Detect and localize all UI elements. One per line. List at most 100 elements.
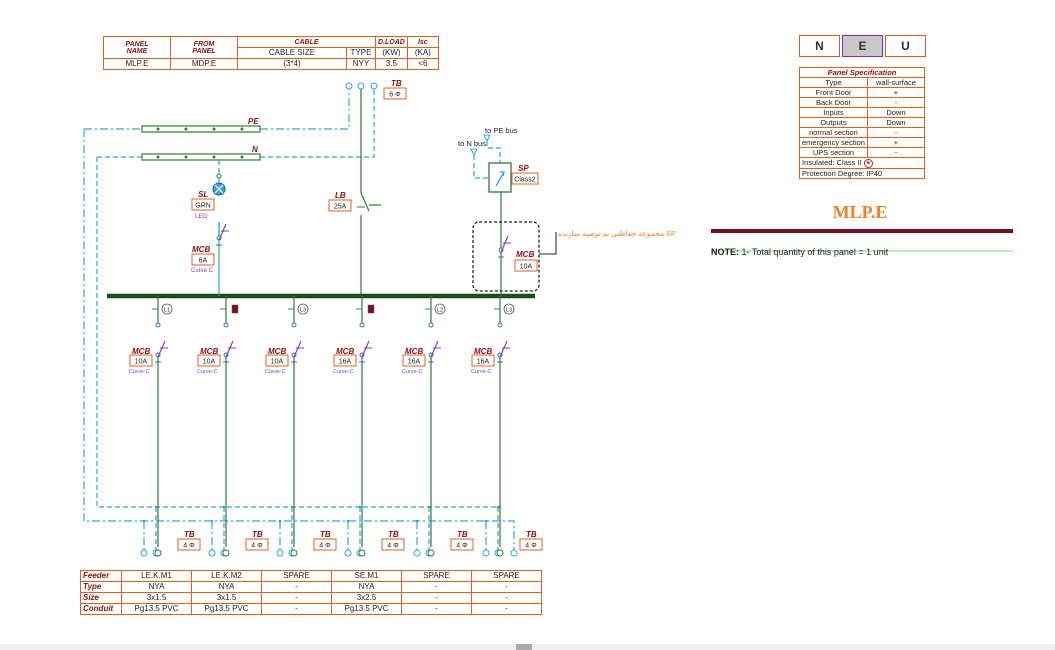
title-rule	[711, 229, 1013, 233]
pe-terminal-dot	[156, 127, 160, 131]
pe-label: PE	[248, 117, 259, 126]
spec-row: normal section-	[799, 127, 926, 138]
pe-terminal-icon	[140, 549, 148, 557]
feeder-cell: Pg13.5 PVC	[331, 603, 402, 615]
n-terminal-dot	[184, 155, 188, 159]
feeder-cell: SPARE	[261, 570, 332, 582]
pe-junction	[142, 519, 146, 523]
spec-value: Down	[866, 107, 926, 118]
n-label: N	[252, 145, 258, 154]
to-n-arrow-icon	[470, 148, 478, 157]
mcb-rating-box	[333, 354, 357, 367]
tb-box	[245, 538, 269, 551]
incoming-terminal-icon	[370, 82, 378, 90]
spec-label: Outputs	[799, 117, 868, 128]
sp-protection-enclosure	[472, 221, 540, 292]
spec-value: -	[866, 147, 926, 158]
spec-value: Down	[866, 117, 926, 128]
mcb-sp-rating: 10A	[520, 264, 533, 271]
mcb-curve: Curve-C	[265, 369, 286, 375]
to-n-bus-label: to N bus	[458, 139, 486, 148]
feeder-row-label: Feeder	[80, 570, 122, 582]
tb-label: TB	[388, 530, 399, 539]
incoming-tb-box	[383, 87, 407, 100]
sl-label: SL	[198, 190, 208, 199]
mcb-rating: 10A	[271, 359, 284, 366]
feeder-row-label: Size	[80, 592, 122, 604]
feeder-cell: -	[471, 581, 542, 593]
sl-color-box	[191, 198, 215, 211]
feeder-cell: -	[261, 592, 332, 604]
pe-terminal-icon	[413, 549, 421, 557]
mcb-out-blade	[293, 340, 302, 358]
mcb-curve: Curve-C	[333, 369, 354, 375]
mcb-signal-rating-box	[191, 253, 215, 266]
spec-label: normal section	[799, 127, 868, 138]
lb-label: LB	[335, 191, 346, 200]
mcb-curve: Curve-C	[402, 369, 423, 375]
tb-label: TB	[457, 530, 468, 539]
pe-return-loop	[83, 129, 515, 552]
mcb-signal-blade	[218, 223, 227, 241]
spec-row: Back Door-	[799, 97, 926, 108]
mcb-rating-box	[197, 354, 221, 367]
mcb-rating-box	[471, 354, 495, 367]
neu-option-u[interactable]: U	[885, 35, 926, 57]
pe-terminal-dot	[212, 127, 216, 131]
spec-row: emergency section+	[799, 137, 926, 148]
scrollbar-thumb[interactable]	[516, 644, 532, 650]
l-terminal-icon	[222, 549, 230, 557]
n-junction	[290, 505, 294, 509]
n-junction	[358, 505, 362, 509]
phase-fuse-icon	[231, 304, 239, 314]
sl-terminal-icon	[216, 173, 222, 179]
phase-label: L1	[164, 308, 170, 314]
mcb-rating-box	[402, 354, 426, 367]
panel-spec-title: Panel Specification	[799, 67, 925, 78]
sp-n-wire	[473, 155, 489, 179]
cell-type: NYY	[346, 58, 376, 70]
spec-value: wall-surface	[866, 77, 926, 88]
feeder-cell: 3x1.5	[121, 592, 192, 604]
n-return-loop	[96, 157, 501, 508]
mcb-rating: 10A	[203, 359, 216, 366]
pe-terminals	[156, 127, 244, 131]
feeder-cell: -	[401, 581, 472, 593]
lb-rating: 25A	[334, 204, 347, 211]
n-terminals	[156, 155, 244, 159]
pe-conductor	[84, 86, 350, 130]
mcb-label: MCB	[268, 347, 286, 356]
mcb-sp-rating-box	[514, 259, 538, 272]
incoming-tb-value: 6 Φ	[389, 92, 401, 99]
panel-header-table: PANEL NAME FROM PANEL CABLE D.LOAD Isc C…	[103, 36, 439, 70]
mcb-label: MCB	[132, 347, 150, 356]
lb-switch-blade	[360, 192, 370, 212]
mcb-label: MCB	[474, 347, 492, 356]
mcb-out-blade	[499, 340, 508, 358]
neu-option-n[interactable]: N	[799, 35, 840, 57]
feeder-cell: SE.M1	[331, 570, 402, 582]
mcb-signal-rating: 6A	[199, 258, 208, 265]
phase-label: L3	[300, 308, 306, 314]
sl-color: GRN	[195, 203, 211, 210]
phase-label: L3	[506, 308, 512, 314]
mcb-rating: 16A	[339, 359, 352, 366]
phase-label: L2	[437, 308, 443, 314]
surge-arrow-icon	[495, 171, 505, 187]
sp-rating-box	[511, 172, 539, 185]
spec-label: Back Door	[799, 97, 868, 108]
pe-terminal-dot	[240, 127, 244, 131]
l-terminal-icon	[154, 549, 162, 557]
incoming-tb-label: TB	[391, 79, 402, 88]
note-label: NOTE:	[711, 247, 739, 257]
mcb-rating: 16A	[408, 359, 421, 366]
mcb-curve: Curve-C	[197, 369, 218, 375]
insulated-cell: Insulated: Class II ■	[799, 157, 925, 169]
mcb-rating: 10A	[135, 359, 148, 366]
neu-option-e[interactable]: E	[842, 35, 883, 57]
